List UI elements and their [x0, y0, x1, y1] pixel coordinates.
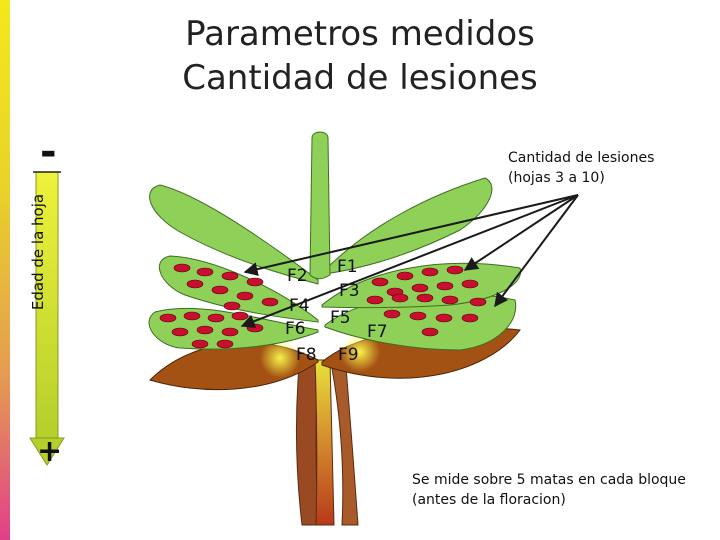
stem-left	[296, 355, 318, 525]
stem-center	[315, 360, 334, 525]
leaf-label-F6: F6	[285, 319, 306, 339]
lesion	[412, 284, 428, 292]
lesion	[192, 340, 208, 348]
lesion	[422, 328, 438, 336]
lesion	[224, 302, 240, 310]
lesion	[222, 272, 238, 280]
leaf-label-F1: F1	[337, 257, 358, 277]
leaf-age-label: Edad de la hoja	[29, 194, 47, 310]
axis-minus-sign: -	[40, 132, 57, 172]
sampling-note-line-1: Se mide sobre 5 matas en cada bloque	[412, 470, 686, 490]
lesion	[172, 328, 188, 336]
lesion	[197, 268, 213, 276]
lesion	[212, 286, 228, 294]
axis-plus-sign: +	[37, 437, 62, 467]
leaf-label-F7: F7	[367, 322, 388, 342]
lesion-annotation-line-1: Cantidad de lesiones	[508, 148, 654, 168]
lesion	[184, 312, 200, 320]
lesion	[442, 296, 458, 304]
lesion	[208, 314, 224, 322]
lesion	[197, 326, 213, 334]
lesion	[417, 294, 433, 302]
sampling-note-line-2: (antes de la floracion)	[412, 490, 686, 510]
lesion	[247, 278, 263, 286]
lesion	[397, 272, 413, 280]
lesion	[470, 298, 486, 306]
lesion	[160, 314, 176, 322]
leaf-label-F2: F2	[287, 266, 308, 286]
leaf-label-F9: F9	[338, 345, 359, 365]
leaf-label-F5: F5	[330, 308, 351, 328]
lesion	[217, 340, 233, 348]
stalk	[296, 355, 358, 525]
lesion	[447, 266, 463, 274]
lesion	[384, 310, 400, 318]
lesion	[247, 324, 263, 332]
leaf-label-F8: F8	[296, 345, 317, 365]
lesion-count-annotation: Cantidad de lesiones (hojas 3 a 10)	[508, 148, 654, 188]
lesion	[372, 278, 388, 286]
lesion	[436, 314, 452, 322]
lesion	[187, 280, 203, 288]
lesion	[232, 312, 248, 320]
lesion	[462, 314, 478, 322]
lesion	[262, 298, 278, 306]
lesion	[422, 268, 438, 276]
lesion-annotation-line-2: (hojas 3 a 10)	[508, 168, 654, 188]
lesion	[367, 296, 383, 304]
lesion	[462, 280, 478, 288]
sampling-note: Se mide sobre 5 matas en cada bloque (an…	[412, 470, 686, 510]
stem-right	[330, 355, 358, 525]
lesion	[410, 312, 426, 320]
lesion	[237, 292, 253, 300]
lesion	[222, 328, 238, 336]
lesion	[392, 294, 408, 302]
lesion	[174, 264, 190, 272]
lesion	[437, 282, 453, 290]
